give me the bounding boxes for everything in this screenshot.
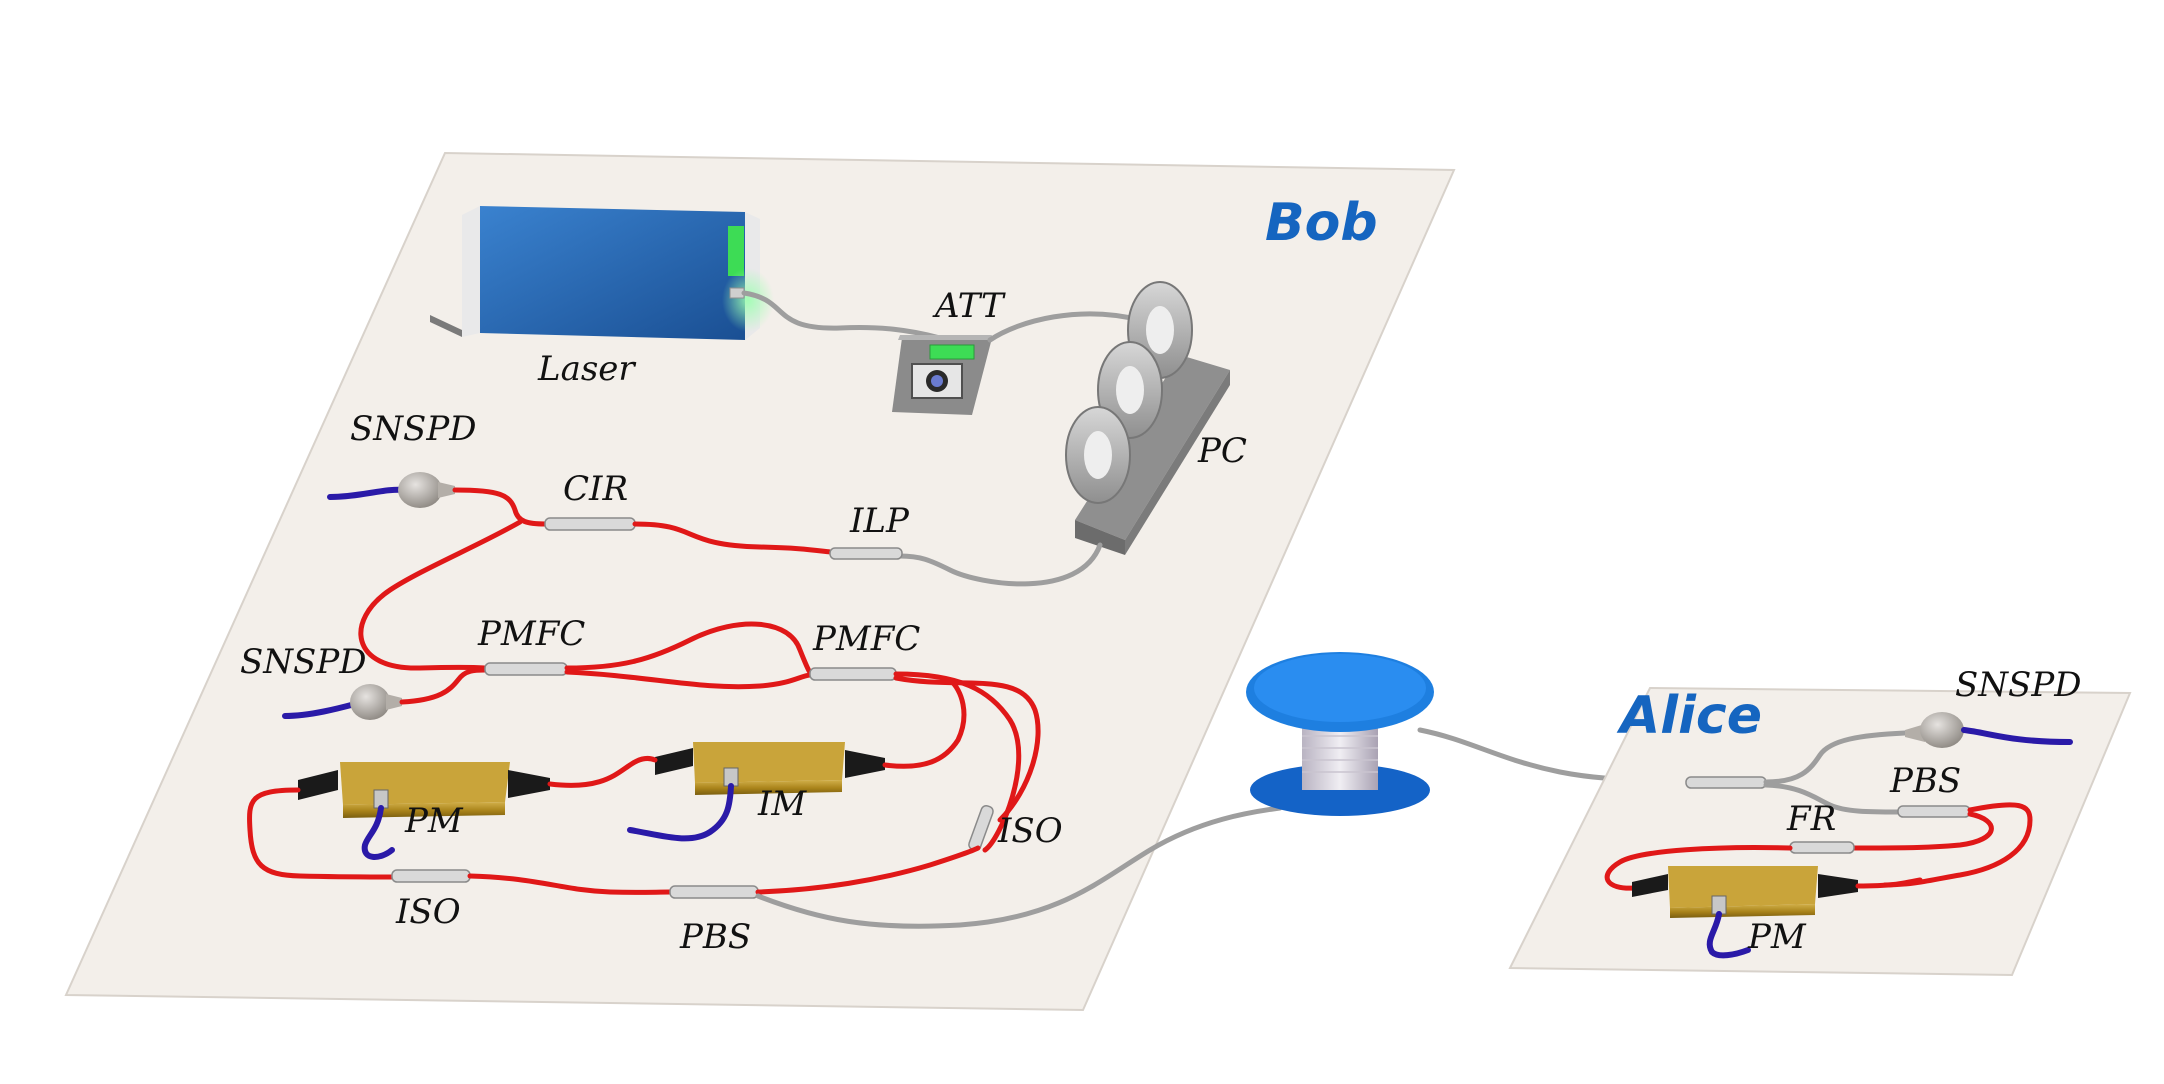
fiber-laser-att [741, 290, 943, 341]
ilp-label: ILP [849, 501, 910, 541]
pmfc-right-label: PMFC [812, 619, 920, 659]
pc-label: PC [1197, 431, 1247, 471]
fiber-iso-pbs [467, 873, 673, 895]
alice-pm-label: PM [1747, 917, 1807, 957]
bob-title: Bob [1265, 193, 1378, 253]
laser-unit [430, 206, 774, 340]
fiber-cir-pmfc [358, 519, 523, 671]
fiber-pmfc-right-loop [893, 671, 1022, 853]
laser-label: Laser [537, 349, 636, 389]
cir-coupler [544, 517, 636, 531]
fiber-pm-im [547, 755, 658, 788]
fiber-att-pc [987, 311, 1143, 343]
alice-fr-coupler [1789, 841, 1855, 854]
alice-phase-modulator [1632, 866, 1858, 918]
snspd-top [327, 472, 455, 508]
fiber-pmfc-outer-loop [893, 675, 1041, 823]
fiber-snspd-pmfc [399, 667, 488, 705]
bob-pm-cable [361, 805, 395, 860]
alice-panel [1508, 686, 2132, 977]
pmfc-right-coupler [809, 667, 897, 681]
pmfc-left-coupler [484, 662, 568, 676]
alice-fiber-splitter [1763, 730, 1908, 785]
attenuator [892, 335, 992, 415]
snspd-top-label: SNSPD [350, 409, 476, 449]
fiber-pm-iso [247, 787, 395, 880]
iso-right-label: ISO [997, 811, 1063, 851]
alice-title: Alice [1616, 686, 1762, 746]
att-label: ATT [932, 286, 1006, 326]
alice-fiber-pbs-fr [1847, 811, 1994, 851]
alice-fiber-fr-pm [1604, 845, 1793, 891]
fiber-im-loop [882, 677, 967, 769]
alice-pm-cable [1706, 911, 1751, 959]
fiber-snspd-cir [452, 487, 548, 527]
bob-phase-modulator [298, 762, 550, 818]
ilp-coupler [829, 547, 903, 560]
alice-pbs-coupler [1897, 805, 1971, 818]
im-label: IM [757, 784, 807, 824]
fiber-cir-ilp [632, 521, 833, 555]
fiber-pbs-spool [755, 805, 1283, 929]
alice-snspd [1905, 712, 2073, 748]
cir-label: CIR [563, 469, 628, 509]
alice-fiber-pbs-loop [1882, 802, 2033, 888]
polarization-controller [1065, 281, 1230, 555]
fiber-spool [1246, 652, 1434, 816]
alice-snspd-label: SNSPD [1955, 665, 2081, 705]
pmfc-left-label: PMFC [477, 614, 585, 654]
bob-pbs-coupler [669, 885, 759, 899]
fiber-pmfc-upper-loop [564, 621, 813, 675]
bob-pm-label: PM [404, 801, 464, 841]
bob-pbs-label: PBS [679, 917, 751, 957]
fiber-pbs-iso-right [755, 845, 981, 895]
iso-bottom-label: ISO [395, 892, 461, 932]
snspd-mid [282, 684, 402, 720]
alice-pbs-label: PBS [1889, 761, 1961, 801]
im-cable [627, 783, 734, 842]
alice-fr-label: FR [1786, 799, 1836, 839]
snspd-mid-label: SNSPD [240, 642, 366, 682]
fiber-pmfc-lower-loop [564, 669, 813, 690]
alice-fiber-splitter-low [1763, 782, 1901, 815]
fiber-pc-ilp [897, 542, 1103, 587]
iso-bottom-coupler [391, 869, 471, 883]
alice-input-coupler [1685, 776, 1767, 789]
alice-fiber-pm-pbs [1855, 877, 1923, 889]
